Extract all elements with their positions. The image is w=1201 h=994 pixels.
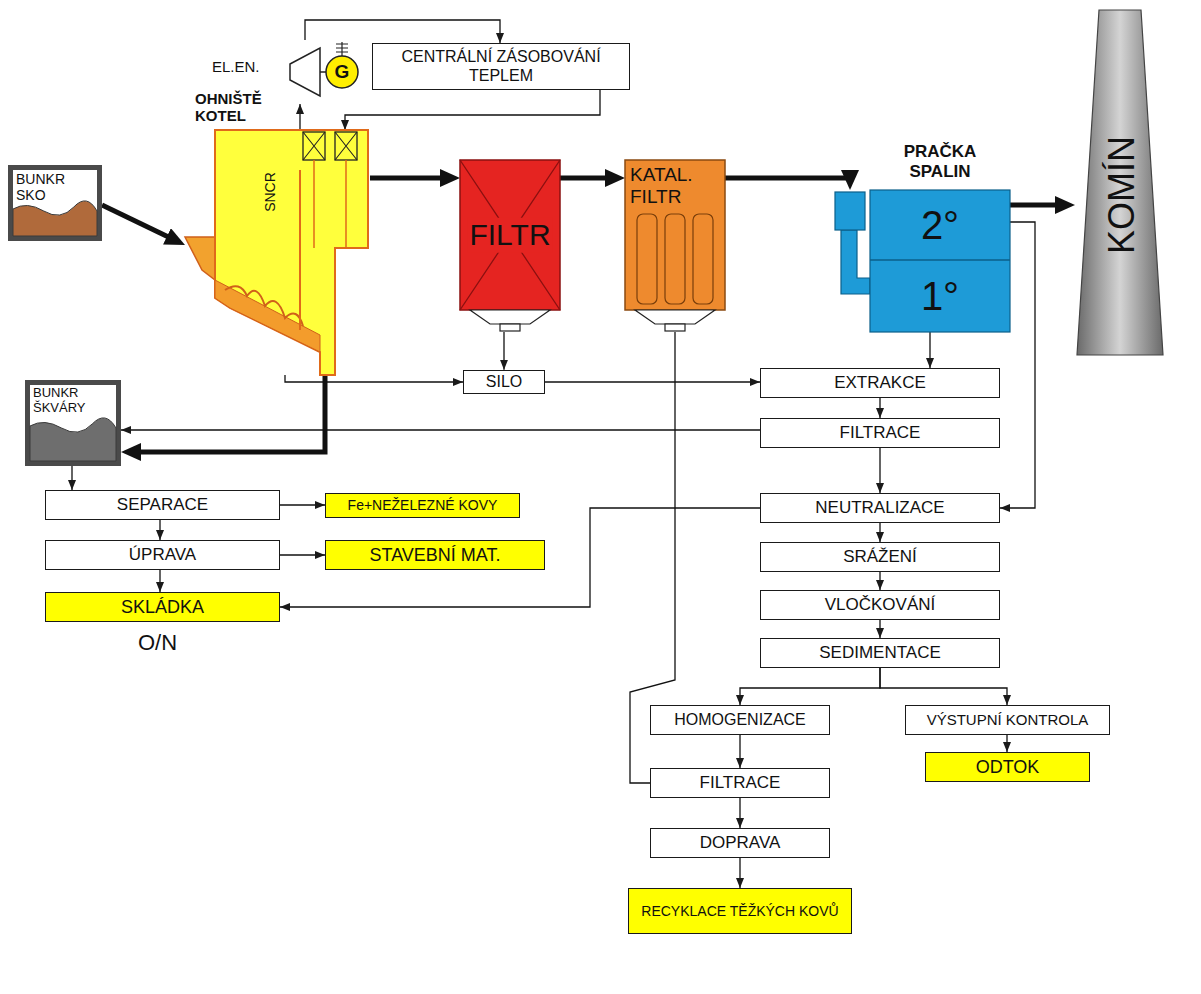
main-flow-arrow [102, 205, 178, 242]
process-box: SEPARACE [45, 490, 280, 520]
flow-arrow [345, 90, 600, 130]
process-box: SILO [463, 370, 545, 394]
node-text: BUNKR SKO [16, 171, 96, 203]
node-text: BUNKR ŠKVÁRY [33, 386, 115, 416]
output-box: STAVEBNÍ MAT. [325, 540, 545, 570]
flow-arrow [71, 466, 72, 490]
node-text: CENTRÁLNÍ ZÁSOBOVÁNÍ TEPLEM [396, 48, 606, 85]
flow-arrow [305, 20, 500, 43]
flow-arrow [159, 520, 160, 540]
process-box: CENTRÁLNÍ ZÁSOBOVÁNÍ TEPLEM [372, 43, 630, 90]
furnace-drawing [185, 130, 370, 375]
flow-arrow [121, 429, 760, 430]
catalytic-filter: KATAL. FILTR [625, 160, 725, 332]
process-box: ÚPRAVA [45, 540, 280, 570]
node-text: SRÁŽENÍ [843, 547, 917, 567]
node-text: SEPARACE [117, 495, 208, 515]
flow-arrow [280, 554, 325, 555]
process-box: HOMOGENIZACE [650, 705, 830, 735]
output-box: ODTOK [925, 752, 1090, 782]
process-box: FILTRACE [650, 768, 830, 798]
flow-arrow [159, 570, 160, 592]
node-text: G [335, 61, 350, 83]
node-text: NEUTRALIZACE [815, 498, 944, 518]
flow-arrow [739, 735, 740, 768]
node-text: KATAL. FILTR [630, 164, 722, 208]
output-box: RECYKLACE TĚŽKÝCH KOVŮ [628, 888, 852, 934]
node-text: ODTOK [976, 757, 1040, 778]
flow-arrow [280, 504, 325, 505]
node-text: KOMÍN [1101, 136, 1142, 254]
turbine-generator-drawing [286, 40, 364, 104]
node-text: OHNIŠTĚ KOTEL [195, 90, 295, 125]
node-text: PRAČKA SPALIN [880, 142, 1000, 181]
process-box: SRÁŽENÍ [760, 542, 1000, 572]
filter-unit: FILTR [460, 160, 560, 332]
node-text: EXTRAKCE [834, 373, 926, 393]
flow-arrow [280, 508, 760, 607]
annotation-label: EL.EN. [212, 58, 260, 75]
process-box: VLOČKOVÁNÍ [760, 590, 1000, 620]
node-text: HOMOGENIZACE [674, 711, 806, 729]
flow-arrow [545, 381, 760, 382]
node-text: 1° [921, 273, 959, 319]
node-text: SEDIMENTACE [819, 643, 941, 663]
output-box: SKLÁDKA [45, 592, 280, 622]
process-box: VÝSTUPNÍ KONTROLA [905, 705, 1110, 735]
node-text: ÚPRAVA [129, 545, 196, 565]
flow-arrow [739, 858, 740, 888]
furnace-boiler: OHNIŠTĚ KOTELSNCR [185, 130, 370, 375]
flow-arrow [299, 104, 300, 130]
main-flow-arrow [725, 178, 850, 182]
flow-arrow [879, 572, 880, 590]
main-flow-arrow [560, 176, 617, 181]
flow-arrow [879, 523, 880, 542]
node-text: RECYKLACE TĚŽKÝCH KOVŮ [641, 903, 838, 919]
main-flow-arrow [1010, 203, 1067, 208]
turbine-generator: G [286, 40, 364, 104]
node-text: 2° [921, 202, 959, 248]
process-box: NEUTRALIZACE [760, 493, 1000, 523]
flow-arrow [880, 668, 1007, 705]
node-text: SILO [486, 373, 522, 391]
process-box: EXTRAKCE [760, 368, 1000, 398]
node-text: Fe+NEŽELEZNÉ KOVY [348, 497, 498, 513]
main-flow-arrow [129, 375, 325, 452]
output-box: Fe+NEŽELEZNÉ KOVY [325, 493, 520, 518]
node-text: SKLÁDKA [121, 597, 204, 618]
slag-bunker: BUNKR ŠKVÁRY [25, 380, 121, 466]
process-box: DOPRAVA [650, 828, 830, 858]
chimney: KOMÍN [1075, 10, 1165, 355]
node-text: SNCR [262, 172, 278, 212]
flow-arrow [739, 798, 740, 828]
flow-arrow [929, 332, 930, 368]
node-text: STAVEBNÍ MAT. [369, 545, 500, 566]
node-text: VLOČKOVÁNÍ [825, 595, 936, 615]
flow-arrow [879, 398, 880, 418]
node-text: FILTR [467, 218, 552, 253]
flow-arrow [879, 448, 880, 493]
catalytic-filter-drawing [625, 160, 725, 332]
node-text: DOPRAVA [700, 833, 781, 853]
process-box: SEDIMENTACE [760, 638, 1000, 668]
flow-arrow [1006, 735, 1007, 752]
flow-arrow [740, 668, 880, 705]
flow-arrow [285, 375, 463, 382]
flue-gas-scrubber: PRAČKA SPALIN2°1° [835, 190, 1010, 332]
main-flow-arrow [370, 176, 452, 181]
waste-bunker: BUNKR SKO [8, 165, 102, 241]
flow-arrow [879, 620, 880, 638]
annotation-label: O/N [138, 630, 177, 655]
node-text: FILTRACE [840, 423, 921, 443]
node-text: FILTRACE [700, 773, 781, 793]
flow-arrow [503, 332, 504, 370]
node-text: VÝSTUPNÍ KONTROLA [927, 711, 1089, 728]
process-box: FILTRACE [760, 418, 1000, 448]
